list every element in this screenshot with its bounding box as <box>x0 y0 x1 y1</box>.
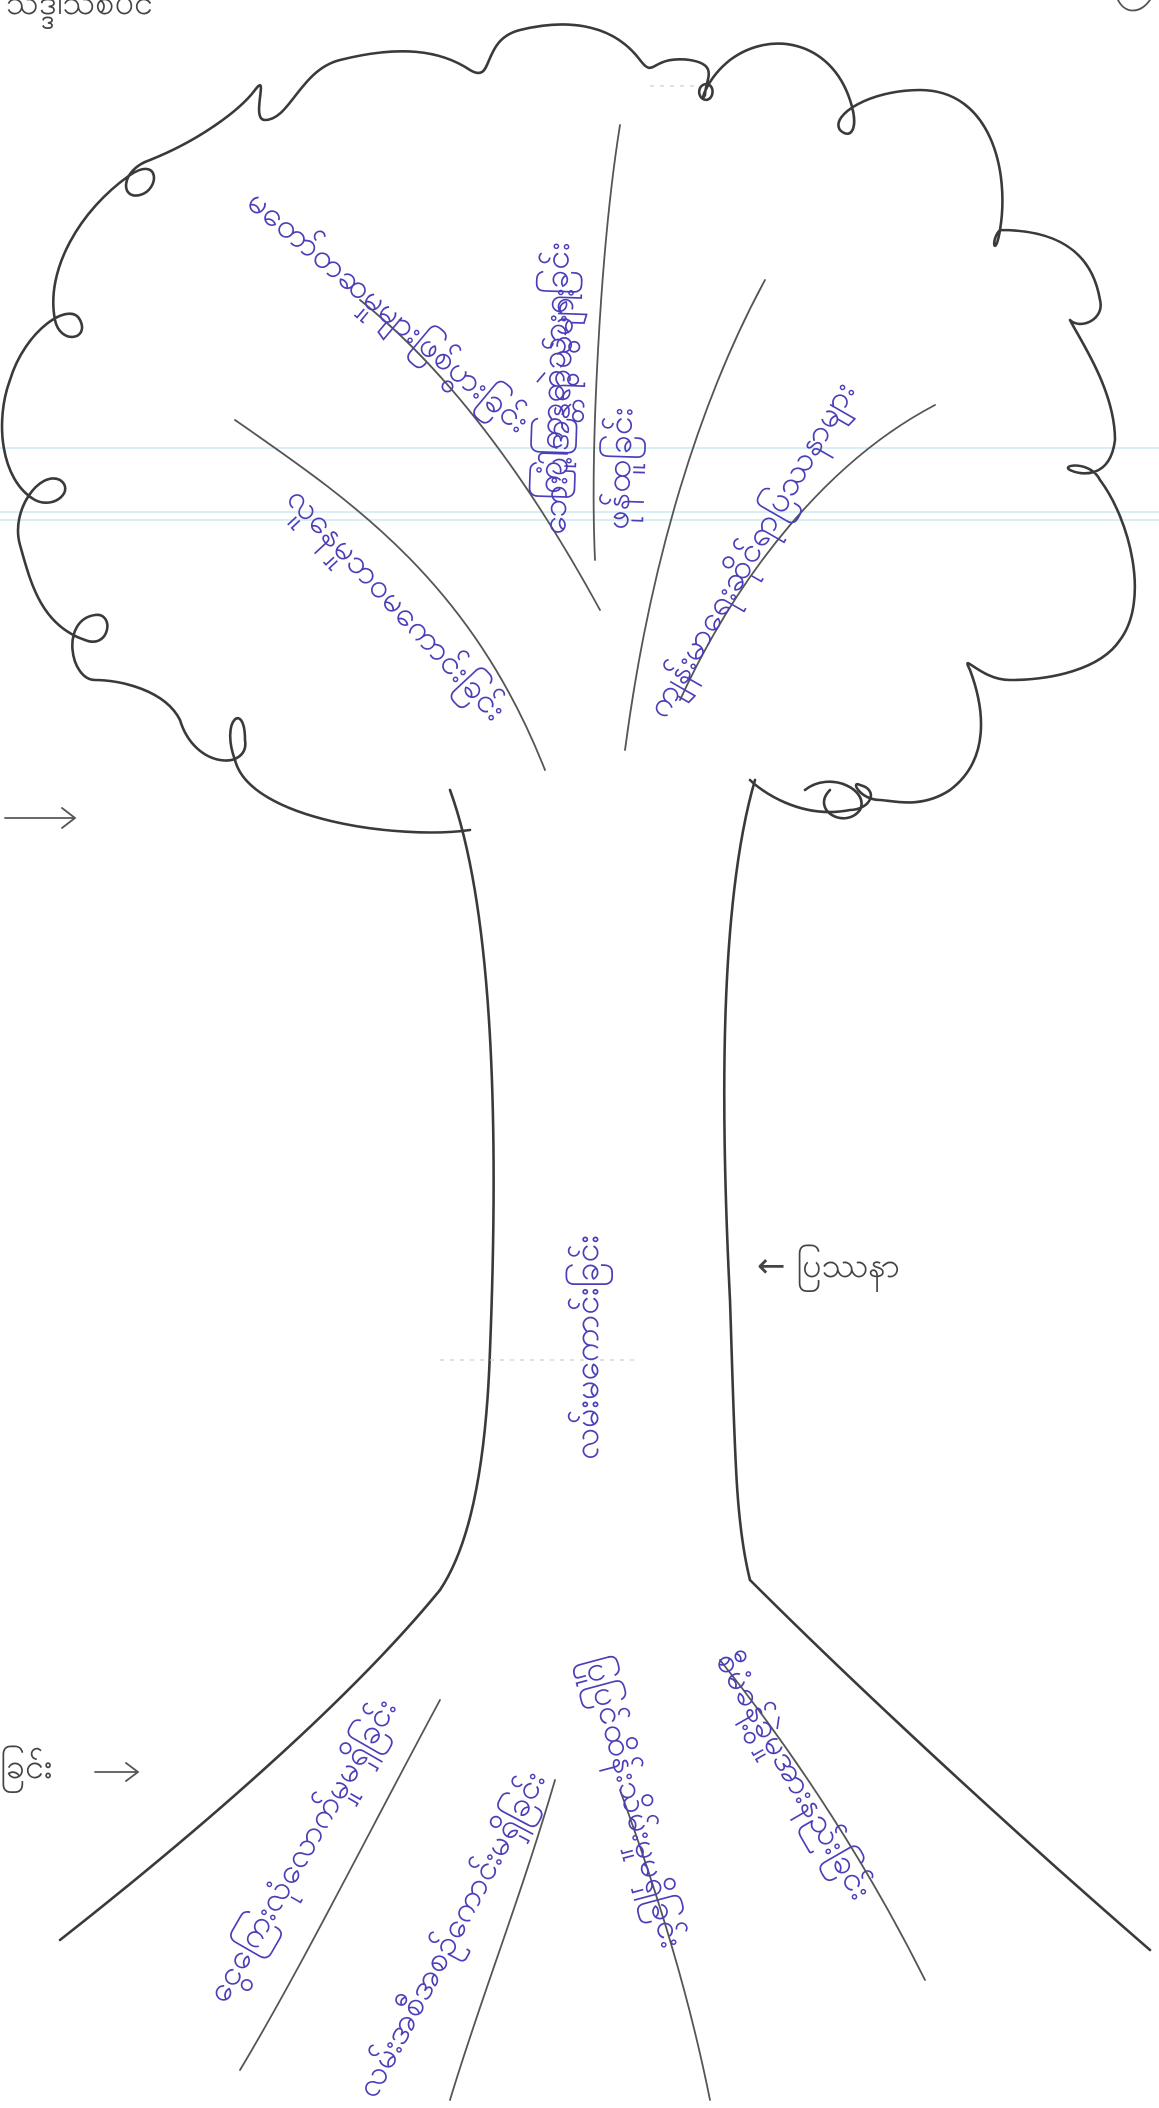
trunk-side-label: ← ပြဿနာ <box>757 1246 900 1292</box>
trunk-left-edge <box>440 790 494 1590</box>
root-text: ငွေကြေးလုံလောက်မှုမရှိခြင်း <box>198 1691 410 2012</box>
trunk-right-edge <box>724 780 755 1580</box>
left-bottom-label: ခြင်း <box>0 1747 52 1793</box>
trunk-text: လမ်းမကောင်းခြင်း <box>567 1235 613 1460</box>
corner-mark <box>1118 0 1150 11</box>
branch-text: လူနေမှုဘဝမကောင်းခြင်း <box>274 479 515 733</box>
branch-text: ကျန်းမာရေးဆိုင်ရာပြဿနာများ <box>638 374 868 727</box>
root-text: ပြုပြင်ထိန်းသိမ်းမှုမရှိခြင်း <box>571 1652 693 1953</box>
branch-text: ဘေးပါအန္တရာယ်များ <box>534 288 589 536</box>
root-text: စီမံခန့်ခွဲမှုအားနည်းခြင်း <box>702 1645 881 1910</box>
branch-text: မတော်တဆမှုများဖြစ်ပွားခြင်း <box>235 181 538 445</box>
root-outer-left <box>60 1590 440 1940</box>
left-arrow-top <box>5 808 75 828</box>
header-text: သဒ္ဒါသစ်ပင <box>6 0 153 29</box>
left-arrow-bottom <box>95 1763 138 1781</box>
